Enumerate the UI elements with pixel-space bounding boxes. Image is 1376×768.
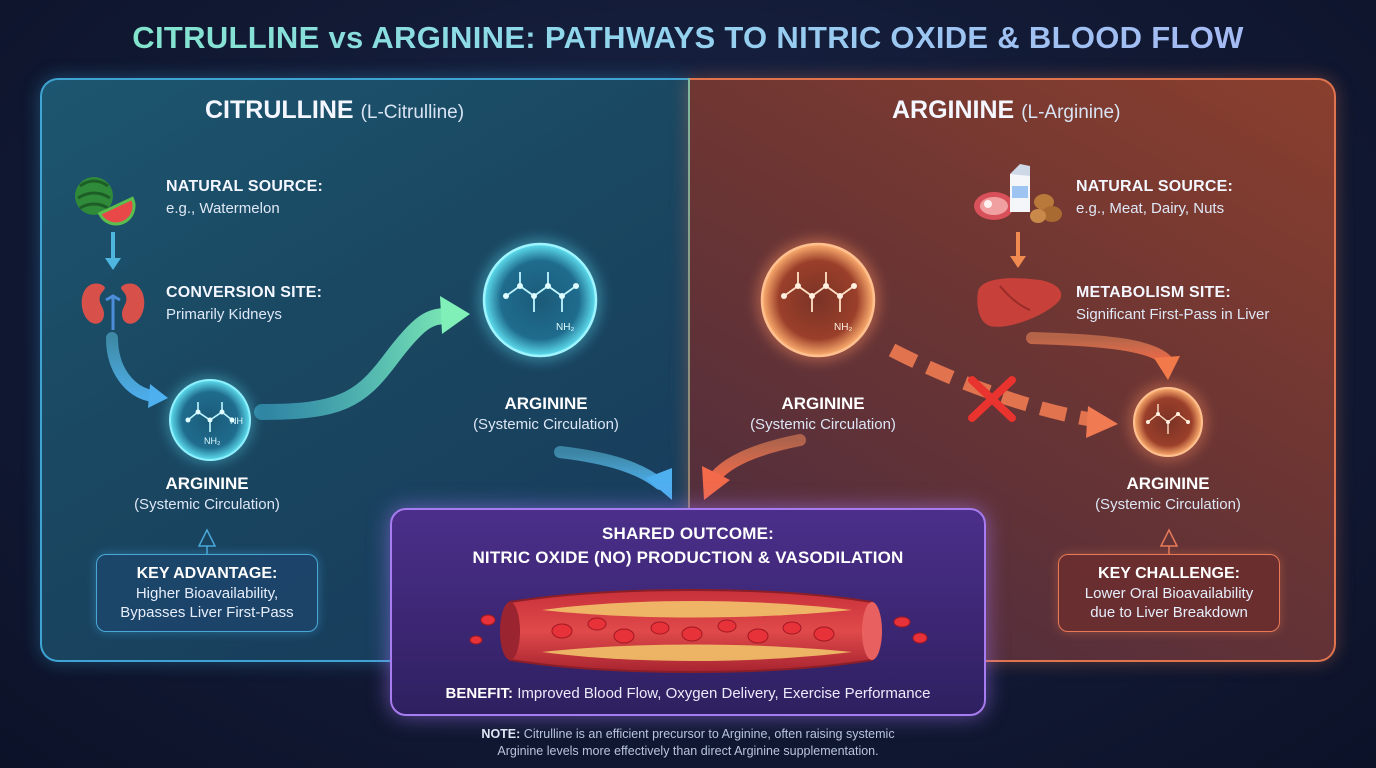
citrulline-node-large: ARGININE (Systemic Circulation) [436, 394, 656, 433]
arginine-heading: ARGININE (L-Arginine) [892, 96, 1120, 125]
key-challenge-line2: due to Liver Breakdown [1090, 604, 1248, 621]
arginine-heading-sub: (L-Arginine) [1021, 102, 1121, 123]
nuts-icon [1030, 194, 1062, 223]
arginine-metabolism-text: Significant First-Pass in Liver [1076, 306, 1270, 323]
panel-divider [688, 78, 690, 662]
arginine-source-text: e.g., Meat, Dairy, Nuts [1076, 200, 1225, 217]
outcome-title-line1: SHARED OUTCOME: [601, 524, 775, 543]
key-challenge-line1: Lower Oral Bioavailability [1084, 585, 1254, 602]
node-title: ARGININE [165, 474, 249, 493]
liver-icon [977, 278, 1062, 327]
molecule-label-nh2: NH₂ [204, 436, 221, 446]
arginine-node-large: ARGININE (Systemic Circulation) [713, 394, 933, 433]
key-challenge-title: KEY CHALLENGE: [1098, 565, 1240, 582]
kidney-icon [81, 283, 145, 330]
node-title: ARGININE [781, 394, 865, 413]
benefit-label: BENEFIT: [445, 685, 514, 702]
molecule-icon [166, 376, 254, 464]
arginine-source-title: NATURAL SOURCE: [1076, 178, 1234, 195]
citrulline-source-text: e.g., Watermelon [166, 200, 280, 217]
benefit-line: BENEFIT: Improved Blood Flow, Oxygen Del… [392, 685, 984, 702]
shared-outcome-box: SHARED OUTCOME: NITRIC OXIDE (NO) PRODUC… [390, 508, 986, 716]
key-advantage-box: KEY ADVANTAGE: Higher Bioavailability, B… [96, 554, 318, 632]
blood-vessel-icon [469, 589, 928, 673]
key-advantage-line2: Bypasses Liver First-Pass [120, 604, 294, 621]
key-challenge-box: KEY CHALLENGE: Lower Oral Bioavailabilit… [1058, 554, 1280, 632]
milk-icon [1010, 164, 1030, 212]
citrulline-conversion-text: Primarily Kidneys [166, 306, 282, 323]
node-subtitle: (Systemic Circulation) [750, 416, 896, 433]
node-title: ARGININE [504, 394, 588, 413]
citrulline-node-small: ARGININE (Systemic Circulation) [97, 474, 317, 513]
outcome-title-line2: NITRIC OXIDE (NO) PRODUCTION & VASODILAT… [472, 548, 904, 567]
citrulline-source-title: NATURAL SOURCE: [166, 178, 324, 195]
molecule-icon [478, 238, 602, 362]
blocked-x-icon [968, 376, 1016, 422]
node-title: ARGININE [1126, 474, 1210, 493]
molecule-label-nh2: NH₂ [556, 322, 574, 333]
arginine-node-small: ARGININE (Systemic Circulation) [1058, 474, 1278, 513]
citrulline-heading-title: CITRULLINE [205, 96, 354, 124]
watermelon-icon [75, 177, 136, 226]
arginine-heading-title: ARGININE [892, 96, 1015, 124]
citrulline-heading: CITRULLINE (L-Citrulline) [205, 96, 464, 125]
molecule-label-nh2: NH₂ [834, 322, 852, 333]
node-subtitle: (Systemic Circulation) [134, 496, 280, 513]
meat-icon [974, 192, 1014, 220]
molecule-icon [756, 238, 880, 362]
molecule-label-nh: NH [230, 416, 243, 426]
note-line1: Citrulline is an efficient precursor to … [523, 727, 895, 741]
footnote: NOTE: Citrulline is an efficient precurs… [0, 726, 1376, 760]
node-subtitle: (Systemic Circulation) [1095, 496, 1241, 513]
node-subtitle: (Systemic Circulation) [473, 416, 619, 433]
benefit-text: Improved Blood Flow, Oxygen Delivery, Ex… [517, 685, 931, 702]
note-label: NOTE: [481, 727, 521, 741]
molecule-icon [1128, 382, 1208, 462]
key-advantage-line1: Higher Bioavailability, [135, 585, 279, 602]
arginine-metabolism-title: METABOLISM SITE: [1076, 284, 1231, 301]
key-advantage-title: KEY ADVANTAGE: [136, 565, 278, 582]
note-line2: Arginine levels more effectively than di… [497, 744, 879, 758]
citrulline-heading-sub: (L-Citrulline) [360, 102, 465, 123]
citrulline-conversion-title: CONVERSION SITE: [166, 284, 323, 301]
